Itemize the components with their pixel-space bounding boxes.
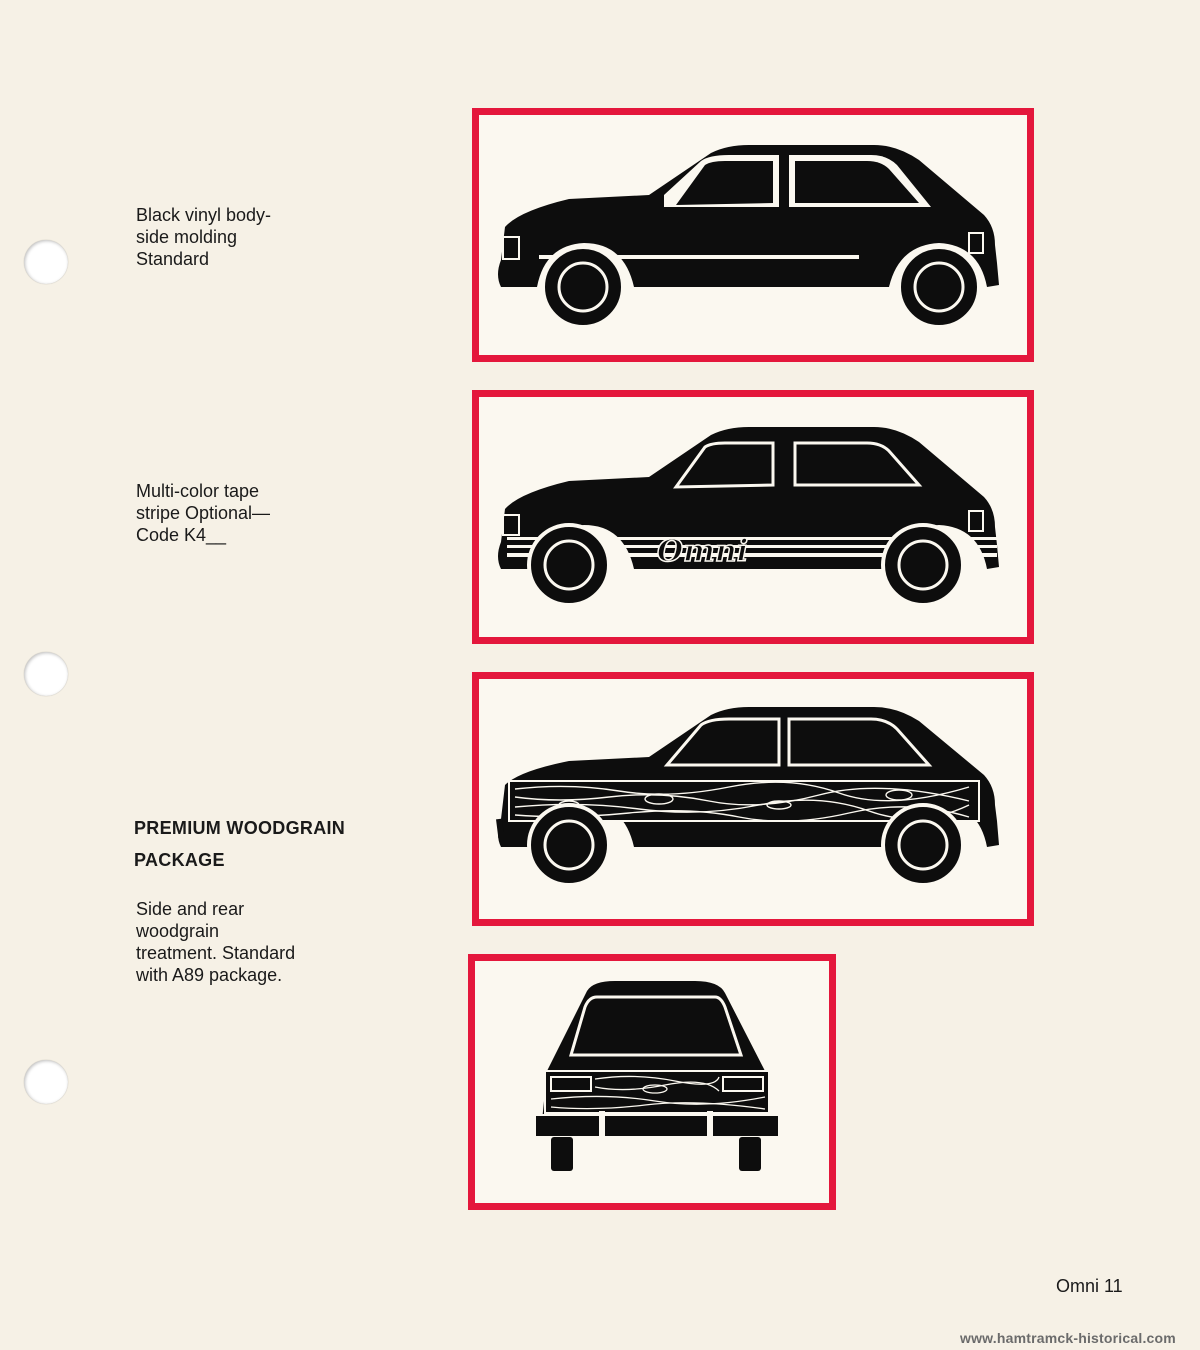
woodgrain-heading-line1: PREMIUM WOODGRAIN — [134, 818, 346, 838]
car-side-woodgrain-illustration — [496, 707, 999, 887]
omni-stripe-logo: Omni — [657, 534, 748, 569]
car-panel-woodgrain-side — [472, 672, 1034, 926]
binder-hole-top — [24, 240, 68, 284]
woodgrain-caption: Side and rear woodgrain treatment. Stand… — [136, 899, 296, 985]
car-panel-stripe: Omni — [472, 390, 1034, 644]
car-panel-molding — [472, 108, 1034, 362]
car-side-molding-illustration — [498, 145, 999, 329]
stripe-caption: Multi-color tape stripe Optional— Code K… — [136, 481, 271, 545]
watermark-url: www.hamtramck-historical.com — [960, 1330, 1176, 1346]
woodgrain-heading-line2: PACKAGE — [134, 850, 225, 870]
page-number: Omni 11 — [1056, 1276, 1123, 1296]
car-rear-woodgrain-illustration — [534, 981, 780, 1171]
binder-hole-bottom — [24, 1060, 68, 1104]
molding-caption: Black vinyl body- side molding Standard — [136, 205, 272, 269]
binder-hole-middle — [24, 652, 68, 696]
car-panel-woodgrain-rear — [468, 954, 836, 1210]
car-side-stripe-illustration: Omni — [498, 427, 999, 607]
